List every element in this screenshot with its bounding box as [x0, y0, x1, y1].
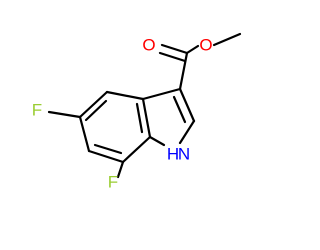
bond-c7-c7a: [121, 135, 152, 164]
bond-c5-c6: [78, 115, 91, 153]
molecule-structure: F F N H O O: [32, 32, 242, 192]
bond-c4-c5-inner: [84, 99, 108, 122]
ester-oxygen-label: O: [199, 36, 212, 55]
nitrogen-hydrogen-label: H: [167, 145, 179, 164]
atom-labels: F F N H O O: [32, 36, 213, 192]
bond-oester-methyl: [212, 32, 242, 47]
bond-n1-c7a: [148, 135, 166, 147]
bond-carbonyl-oester: [185, 44, 200, 55]
fluorine-7-label: F: [108, 173, 118, 192]
bond-c3a-c4: [105, 90, 145, 101]
bond-c5-f: [47, 110, 82, 119]
bond-c4-c5: [78, 90, 109, 119]
carbonyl-oxygen-label: O: [142, 36, 155, 55]
nitrogen-label: N: [178, 145, 190, 164]
bond-carbonyl-o-2: [158, 51, 187, 63]
bond-c3-c2: [178, 87, 196, 123]
bond-c6-c7: [87, 149, 125, 164]
bond-c2-n1: [178, 119, 196, 145]
bond-c6-c7-inner: [93, 143, 123, 155]
bond-carbonyl-o-1: [160, 43, 189, 55]
bond-c7a-c3a: [141, 97, 152, 139]
bond-c3a-c3: [141, 87, 182, 101]
bond-c3-carbonyl: [178, 51, 189, 91]
bond-c7a-c3a-inner: [135, 102, 144, 134]
bond-c7-f: [116, 160, 125, 179]
fluorine-5-label: F: [32, 101, 42, 120]
bond-c3-c2-inner: [172, 95, 187, 124]
bonds: [47, 32, 242, 179]
